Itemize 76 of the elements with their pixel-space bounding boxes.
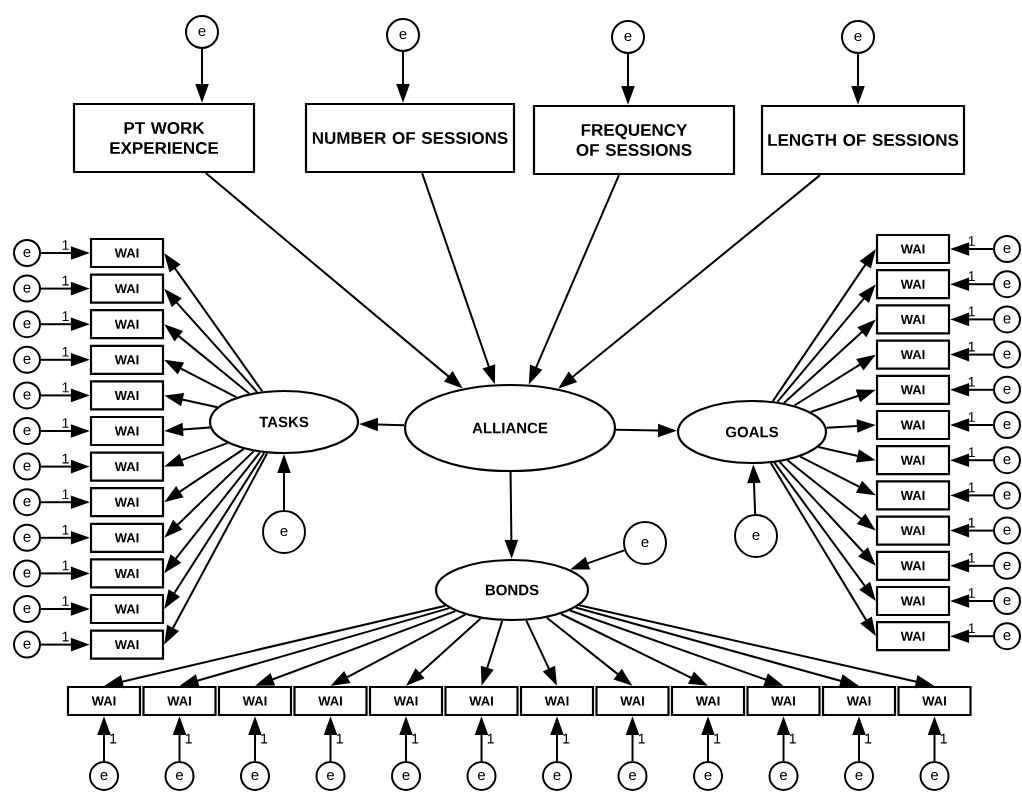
edge-label: 1 xyxy=(968,553,975,563)
indicator-box: WAI xyxy=(217,685,293,717)
edge-label: 1 xyxy=(789,733,796,744)
edge-label: 1 xyxy=(968,517,975,528)
edge-label: 1 xyxy=(62,311,69,321)
indicator-box: WAI xyxy=(897,685,972,717)
indicator-box: WAI xyxy=(875,269,951,300)
edge-label: 1 xyxy=(62,346,69,357)
indicator-box: WAI xyxy=(89,344,165,375)
edge-label: 1 xyxy=(412,733,419,744)
edge-label: 1 xyxy=(62,418,69,428)
edge-label: 1 xyxy=(865,733,872,744)
indicator-box: WAI xyxy=(444,685,519,717)
indicator-box: WAI xyxy=(89,273,165,304)
edge-label: 1 xyxy=(62,240,69,250)
indicator-box: WAI xyxy=(89,380,165,411)
indicator-box: WAI xyxy=(821,685,897,717)
indicator-box: WAI xyxy=(875,339,951,370)
edge-label: 1 xyxy=(563,733,570,744)
edge-label: 1 xyxy=(62,453,69,464)
edge-label: 1 xyxy=(185,733,192,744)
indicator-box: WAI xyxy=(875,233,951,265)
variable-box: FREQUENCY OF SESSIONS xyxy=(532,104,736,176)
indicator-box: WAI xyxy=(875,374,951,405)
edge-label: 1 xyxy=(968,271,975,281)
edge-label: 1 xyxy=(968,341,975,352)
indicator-box: WAI xyxy=(519,685,595,717)
edge-label: 1 xyxy=(62,560,69,571)
indicator-box: WAI xyxy=(89,558,165,589)
variable-box: NUMBER OF SESSIONS xyxy=(304,102,516,174)
indicator-box: WAI xyxy=(368,685,444,717)
indicator-box: WAI xyxy=(875,304,951,335)
indicator-box: WAI xyxy=(875,445,951,476)
edge-label: 1 xyxy=(261,733,268,744)
edge-label: 1 xyxy=(968,236,975,246)
indicator-box: WAI xyxy=(293,685,368,717)
indicator-box: WAI xyxy=(89,237,165,269)
indicator-box: WAI xyxy=(89,593,165,625)
edge-label: 1 xyxy=(62,382,69,393)
indicator-box: WAI xyxy=(89,487,165,518)
edge-label: 1 xyxy=(62,489,69,499)
edge-label: 1 xyxy=(968,623,975,633)
edge-label: 1 xyxy=(487,733,494,744)
indicator-box: WAI xyxy=(875,621,951,652)
edge-label: 1 xyxy=(968,412,975,422)
edge-label: 1 xyxy=(940,733,947,744)
variable-box: PT WORK EXPERIENCE xyxy=(72,102,256,174)
indicator-box: WAI xyxy=(875,480,951,511)
indicator-box: WAI xyxy=(142,685,217,717)
indicator-box: WAI xyxy=(875,409,951,441)
indicator-box: WAI xyxy=(875,550,951,581)
edge-label: 1 xyxy=(110,733,117,744)
edge-label: 1 xyxy=(714,733,721,744)
indicator-box: WAI xyxy=(89,451,165,482)
indicator-box: WAI xyxy=(89,522,165,553)
edge-label: 1 xyxy=(62,596,69,606)
indicator-box: WAI xyxy=(670,685,746,717)
edge-label: 1 xyxy=(638,733,645,744)
variable-box: LENGTH OF SESSIONS xyxy=(760,104,966,176)
edge-label: 1 xyxy=(336,733,343,744)
edge-label: 1 xyxy=(62,631,69,642)
edge-label: 1 xyxy=(968,377,975,387)
edge-label: 1 xyxy=(968,588,975,598)
indicator-box: WAI xyxy=(746,685,821,717)
indicator-box: WAI xyxy=(595,685,670,717)
edge-label: 1 xyxy=(62,525,69,535)
indicator-box: WAI xyxy=(66,685,142,717)
edge-label: 1 xyxy=(968,447,975,457)
indicator-box: WAI xyxy=(875,515,951,546)
edge-label: 1 xyxy=(62,275,69,286)
indicator-box: WAI xyxy=(89,309,165,340)
indicator-box: WAI xyxy=(89,629,165,660)
edge-label: 1 xyxy=(968,482,975,493)
indicator-box: WAI xyxy=(875,585,951,617)
edge-label: 1 xyxy=(968,306,975,317)
indicator-box: WAI xyxy=(89,415,165,447)
